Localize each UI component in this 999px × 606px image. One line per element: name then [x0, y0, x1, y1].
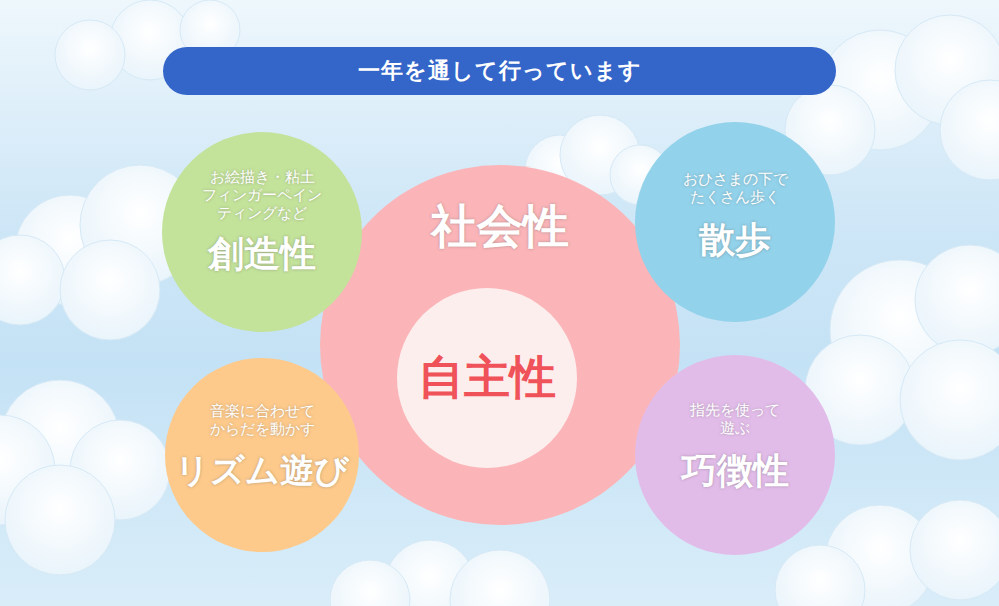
node-label: 自主性 [418, 350, 556, 405]
circle-fill [320, 165, 680, 525]
title-text: 一年を通して行っています [358, 58, 642, 84]
circle-fill [635, 355, 835, 555]
outer-circle: 社会性自主性 [320, 165, 680, 525]
node-label: 巧徴性 [681, 449, 789, 492]
core-circle: 自主性 [397, 288, 577, 468]
circle-fill [635, 122, 835, 322]
circle-fill [165, 358, 359, 552]
activity-description: おひさまの下で たくさん歩く [670, 170, 800, 206]
node-label: 散歩 [699, 218, 771, 261]
activity-circle: 指先を使って 遊ぶ巧徴性 [635, 355, 835, 555]
activity-description: 指先を使って 遊ぶ [675, 401, 795, 437]
node-label: 創造性 [208, 232, 316, 275]
circle-fill [397, 288, 577, 468]
activity-description: 音楽に合わせて からだを動かす [192, 402, 332, 438]
activity-description: お絵描き・粘土 フィンガーペイン ティングなど [197, 168, 327, 222]
title-banner: 一年を通して行っています [163, 47, 836, 95]
circle-outline [162, 132, 362, 332]
node-label: リズム遊び [175, 450, 349, 491]
circle-fill [162, 132, 362, 332]
activity-circle: お絵描き・粘土 フィンガーペイン ティングなど創造性 [162, 132, 362, 332]
activity-circle: おひさまの下で たくさん歩く散歩 [635, 122, 835, 322]
activity-circle: 音楽に合わせて からだを動かすリズム遊び [165, 358, 359, 552]
node-label: 社会性 [431, 199, 569, 254]
